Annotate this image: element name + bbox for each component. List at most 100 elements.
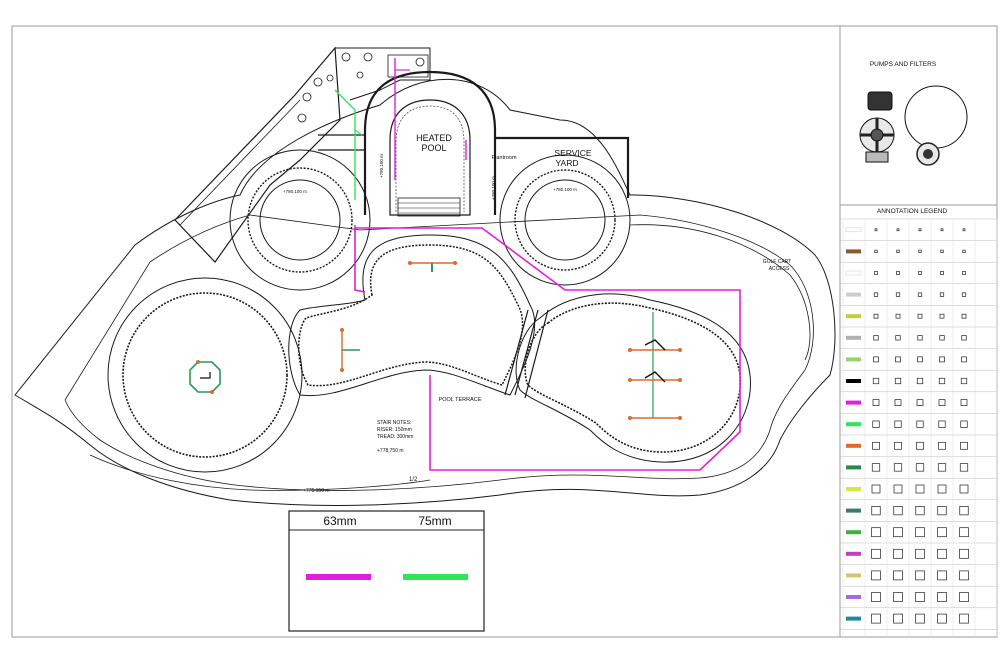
outer-terrace-inner-edge <box>64 214 814 491</box>
legend-fitting-symbol <box>959 527 969 538</box>
legend-fitting-symbol <box>937 463 947 472</box>
legend-fitting-symbol <box>894 377 902 385</box>
legend-fitting-symbol <box>937 548 947 559</box>
level-bottom-label: +778.150 m <box>303 488 330 494</box>
legend-fitting-symbol <box>937 484 947 494</box>
legend-fitting-symbol <box>894 399 902 406</box>
legend-fitting-symbol <box>959 484 969 494</box>
legend-fitting-symbol <box>893 527 903 538</box>
legend-swatch <box>846 335 861 340</box>
legend-fitting-symbol <box>873 313 879 319</box>
heated-pool-basin <box>389 99 471 216</box>
pipe-63mm-heated-pool <box>394 58 467 180</box>
fitting-dot <box>210 390 214 394</box>
equipment-dot-icon <box>356 71 364 79</box>
walkway-divider <box>504 309 549 399</box>
right-round-pool-water <box>524 179 606 261</box>
legend-fitting-symbol <box>937 592 947 602</box>
utility-shed <box>335 47 431 101</box>
legend-fitting-symbol <box>915 484 925 494</box>
legend-fitting-symbol <box>962 228 966 232</box>
outer-terrace-outline <box>14 78 836 506</box>
legend-fitting-symbol <box>915 506 925 516</box>
fitting-dot <box>408 261 412 265</box>
pipe-key-frame <box>288 510 485 632</box>
legend-fitting-symbol <box>960 441 968 450</box>
legend-fitting-symbol <box>874 271 878 275</box>
legend-fitting-symbol <box>938 377 946 385</box>
legend-fitting-symbol <box>916 441 924 450</box>
fitting-dot <box>196 360 200 364</box>
golf-cart-path <box>629 224 811 361</box>
legend-fitting-symbol <box>959 570 969 581</box>
legend-fitting-symbol <box>896 271 900 275</box>
legend-fitting-symbol <box>937 570 947 581</box>
pumps-title: PUMPS AND FILTERS <box>870 61 937 68</box>
legend-swatch <box>846 292 861 297</box>
plantroom-label: Plantroom <box>491 155 516 161</box>
legend-fitting-symbol <box>937 527 947 538</box>
equipment-dot-icon <box>341 52 351 62</box>
stair-notes-line1: STAIR NOTES: <box>377 420 411 426</box>
building-wedge <box>174 46 341 263</box>
legend-fitting-symbol <box>916 377 924 385</box>
fitting-dot <box>628 416 632 420</box>
legend-swatch <box>846 249 861 254</box>
legend-fitting-symbol <box>871 592 881 602</box>
legend-fitting-symbol <box>872 441 880 450</box>
legend-swatch <box>845 227 862 233</box>
annotation-legend: ANNOTATION LEGEND <box>840 208 998 637</box>
legend-fitting-symbol <box>940 249 944 253</box>
legend-fitting-symbol <box>895 335 901 341</box>
filter-top-inner <box>923 149 933 159</box>
legend-grid <box>840 218 998 637</box>
equipment-dot-icon <box>415 57 425 67</box>
legend-fitting-symbol <box>893 613 903 624</box>
fitting-dot <box>453 261 457 265</box>
octagon-manifold-bend <box>200 372 211 379</box>
legend-swatch <box>846 551 861 556</box>
legend-fitting-symbol <box>894 441 902 450</box>
pipework <box>189 58 741 471</box>
plan-labels: HEATED POOL SERVICE YARD Plantroom POOL … <box>283 133 791 494</box>
legend-fitting-symbol <box>871 463 881 472</box>
legend-fitting-symbol <box>940 228 944 232</box>
equipment-dot-icon <box>297 113 307 123</box>
legend-fitting-symbol <box>894 420 902 428</box>
fitting-dot <box>628 378 632 382</box>
fitting-dot <box>628 348 632 352</box>
legend-fitting-symbol <box>893 484 903 494</box>
legend-fitting-symbol <box>960 377 968 385</box>
legend-fitting-symbol <box>915 613 925 624</box>
middle-pool-edge <box>298 244 524 387</box>
pipe-key-75mm-swatch <box>403 574 468 580</box>
legend-fitting-symbol <box>959 463 969 472</box>
legend-fitting-symbol <box>940 271 944 275</box>
legend-title: ANNOTATION LEGEND <box>877 208 947 215</box>
legend-swatch <box>846 465 861 470</box>
legend-fitting-symbol <box>959 592 969 602</box>
legend-fitting-symbol <box>961 356 967 363</box>
legend-fitting-symbol <box>893 548 903 559</box>
bottom-terrace-edge <box>89 454 431 491</box>
service-yard-wall <box>495 136 630 198</box>
legend-fitting-symbol <box>872 420 880 428</box>
pipe-key-63mm-label: 63mm <box>323 514 356 528</box>
service-yard-label-line1: SERVICE <box>554 148 591 158</box>
legend-fitting-symbol <box>917 356 923 363</box>
pipe-size-key: 63mm 75mm <box>288 510 485 632</box>
equipment-dot-icon <box>363 52 373 62</box>
right-pool-edge <box>524 302 742 453</box>
legend-swatch <box>846 422 861 427</box>
legend-fitting-symbol <box>871 484 881 494</box>
legend-fitting-symbol <box>917 313 923 319</box>
legend-swatch <box>846 487 861 491</box>
legend-swatch <box>846 400 861 405</box>
heated-pool-inner-edge <box>395 105 465 212</box>
legend-fitting-symbol <box>960 420 968 428</box>
pump-base <box>865 151 889 163</box>
fitting-dot <box>678 348 682 352</box>
legend-swatch <box>846 379 861 383</box>
fitting-bend <box>644 339 666 351</box>
service-yard-label-line2: YARD <box>556 158 579 168</box>
